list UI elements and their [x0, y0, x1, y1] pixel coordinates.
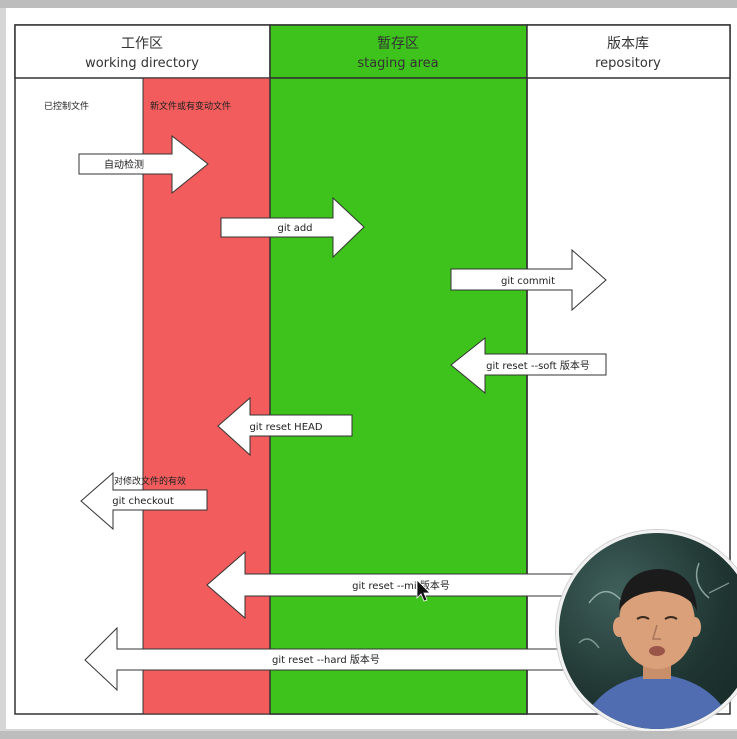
working-header-cell — [14, 24, 271, 79]
staging-header-cell — [269, 24, 528, 79]
git-commit-label: git commit — [501, 276, 555, 287]
git-reset-mixed-label: git reset --mi 版本号 — [352, 579, 450, 592]
repository-title: 版本库 — [607, 36, 649, 52]
changed-files-column — [142, 77, 271, 715]
staging-subtitle: staging area — [357, 56, 438, 71]
repository-subtitle: repository — [595, 56, 661, 71]
repository-header-cell — [526, 24, 731, 79]
git-reset-hard-arrow — [84, 626, 607, 692]
mouse-cursor-icon — [416, 579, 431, 602]
new-or-changed-files-label: 新文件或有变动文件 — [150, 100, 231, 112]
bottom-edge-bar — [0, 731, 737, 739]
tracked-files-label: 已控制文件 — [44, 100, 89, 112]
git-add-label: git add — [277, 223, 312, 234]
git-reset-hard-label: git reset --hard 版本号 — [272, 653, 380, 666]
git-checkout-arrow — [80, 471, 208, 531]
staging-column — [269, 77, 528, 715]
working-subtitle: working directory — [85, 56, 199, 71]
git-workflow-diagram: 工作区 working directory 暂存区 staging area 版… — [14, 24, 731, 715]
git-add-arrow — [220, 196, 365, 259]
top-edge-bar — [0, 0, 737, 8]
chalk-scribbles — [578, 562, 730, 649]
presenter-avatar — [579, 569, 735, 729]
git-commit-arrow — [450, 248, 607, 312]
auto-detect-arrow — [78, 134, 209, 195]
auto-detect-label: 自动检测 — [104, 158, 144, 171]
git-reset-head-label: git reset HEAD — [249, 422, 322, 433]
staging-title: 暂存区 — [377, 36, 419, 52]
working-title: 工作区 — [121, 36, 163, 52]
git-reset-soft-arrow — [450, 336, 607, 395]
git-reset-soft-label: git reset --soft 版本号 — [486, 359, 590, 372]
checkout-note-label: 对修改文件的有效 — [114, 475, 186, 487]
git-reset-head-arrow — [217, 396, 353, 457]
git-areas-slide: 工作区 working directory 暂存区 staging area 版… — [6, 8, 737, 729]
git-reset-mixed-arrow — [206, 550, 607, 620]
presenter-webcam — [556, 530, 737, 732]
git-checkout-label: git checkout — [112, 496, 174, 507]
